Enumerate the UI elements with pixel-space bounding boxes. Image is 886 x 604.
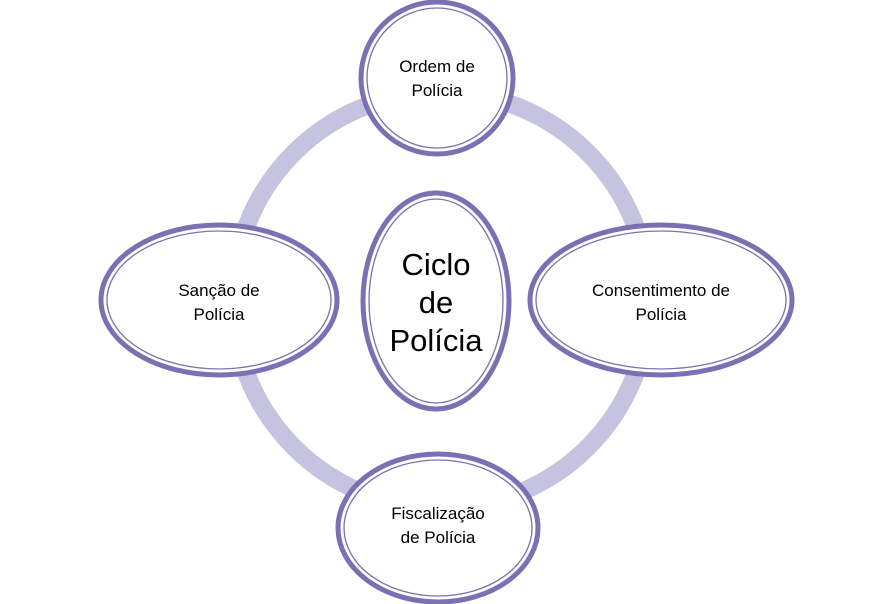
node-label-line: Polícia [411,81,463,100]
node-label-line: de Polícia [401,528,476,547]
node-label-line: Sanção de [178,281,259,300]
center-label-line: de [419,285,453,320]
node-ordem-de-policia: Ordem de Polícia [358,0,516,157]
node-label-line: Consentimento de [592,281,730,300]
node-label-line: Polícia [193,305,245,324]
node-label-line: Fiscalização [391,504,485,523]
node-label-line: Polícia [635,305,687,324]
center-label-line: Ciclo [402,247,471,282]
node-sancao-de-policia: Sanção de Polícia [98,222,340,378]
node-label-line: Ordem de [399,57,475,76]
center-node-ciclo-de-policia: Ciclo de Polícia [360,190,512,412]
node-fiscalizacao-de-policia: Fiscalização de Polícia [335,451,541,604]
node-consentimento-de-policia: Consentimento de Polícia [527,222,795,378]
center-label-line: Polícia [389,323,483,358]
